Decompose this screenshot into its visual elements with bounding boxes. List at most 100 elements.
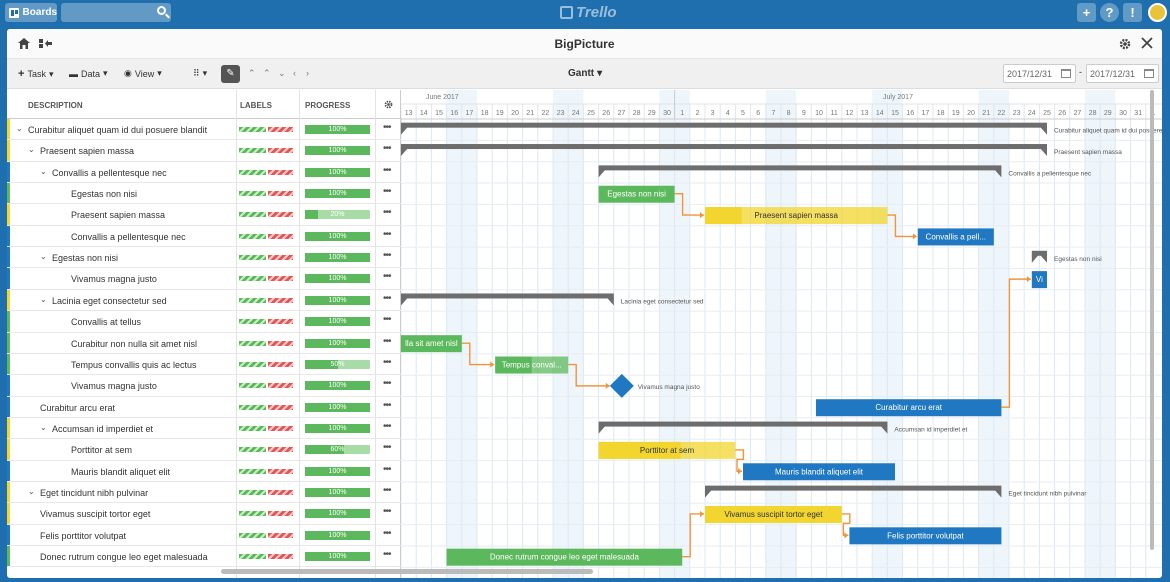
labels-cell[interactable]: [239, 554, 293, 559]
calendar-icon[interactable]: [1144, 69, 1154, 78]
summary-bar[interactable]: [598, 165, 1002, 171]
labels-cell[interactable]: [239, 447, 293, 453]
task-name[interactable]: Eget tincidunt nibh pulvinar: [40, 487, 149, 498]
home-icon[interactable]: [18, 38, 30, 49]
labels-cell[interactable]: [239, 169, 293, 175]
task-name[interactable]: Vivamus magna justo: [71, 274, 157, 285]
search-icon[interactable]: [157, 6, 166, 15]
row-menu-icon[interactable]: •••: [383, 527, 391, 539]
task-name[interactable]: Praesent sapien massa: [71, 210, 166, 221]
outdent-icon[interactable]: ‹: [293, 68, 296, 78]
task-name[interactable]: Egestas non nisi: [52, 253, 119, 264]
search-input[interactable]: [61, 3, 171, 22]
notifications-bell-icon[interactable]: !: [1123, 3, 1142, 22]
row-menu-icon[interactable]: •••: [383, 122, 391, 133]
row-menu-icon[interactable]: •••: [383, 442, 391, 454]
row-menu-icon[interactable]: •••: [383, 420, 391, 432]
labels-cell[interactable]: [239, 233, 293, 239]
labels-cell[interactable]: [239, 404, 293, 410]
task-bar[interactable]: [1031, 271, 1047, 289]
labels-cell[interactable]: [239, 127, 293, 132]
calendar-icon[interactable]: [1061, 69, 1071, 78]
row-menu-icon[interactable]: •••: [383, 463, 391, 475]
chevron-down-icon[interactable]: ⌄: [40, 422, 47, 432]
labels-cell[interactable]: [239, 276, 293, 282]
task-name[interactable]: Convallis a pellentesque nec: [71, 231, 186, 242]
row-menu-icon[interactable]: •••: [383, 207, 391, 219]
row-menu-icon[interactable]: •••: [383, 164, 391, 176]
task-name[interactable]: Curabitur arcu erat: [40, 402, 116, 413]
labels-cell[interactable]: [239, 511, 293, 517]
row-menu-icon[interactable]: •••: [383, 506, 391, 518]
labels-cell[interactable]: [239, 468, 293, 474]
switch-view-icon[interactable]: [39, 38, 52, 49]
task-name[interactable]: Vivamus suscipit tortor eget: [40, 509, 151, 520]
boards-button[interactable]: Boards: [5, 3, 57, 22]
task-name[interactable]: Mauris blandit aliquet elit: [71, 466, 171, 477]
move-down-icon[interactable]: ⌄: [278, 68, 286, 78]
chevron-down-icon[interactable]: ⌄: [16, 124, 23, 133]
summary-bar[interactable]: [705, 485, 1002, 491]
task-bar[interactable]: [598, 185, 675, 203]
task-name[interactable]: Accumsan id imperdiet et: [52, 423, 154, 434]
row-menu-icon[interactable]: •••: [383, 356, 391, 368]
labels-cell[interactable]: [239, 340, 293, 346]
summary-bar[interactable]: [401, 293, 614, 299]
task-name[interactable]: Tempus convallis quis ac lectus: [71, 359, 197, 370]
view-menu-button[interactable]: ◉View▾: [124, 68, 162, 79]
labels-cell[interactable]: [239, 532, 293, 538]
labels-cell[interactable]: [239, 319, 293, 325]
chevron-down-icon[interactable]: ⌄: [28, 145, 35, 155]
milestone-diamond[interactable]: [609, 373, 634, 398]
labels-cell[interactable]: [239, 361, 293, 367]
chevron-down-icon[interactable]: ⌄: [40, 294, 47, 304]
date-from-input[interactable]: 2017/12/31: [1003, 64, 1076, 83]
task-name[interactable]: Convallis a pellentesque nec: [52, 167, 167, 178]
info-icon[interactable]: ?: [1100, 3, 1119, 22]
summary-bar[interactable]: [401, 144, 1047, 150]
data-menu-button[interactable]: ▬Data▾: [69, 68, 108, 79]
task-bar[interactable]: [815, 399, 1002, 417]
task-name[interactable]: Vivamus magna justo: [71, 381, 157, 392]
row-menu-icon[interactable]: •••: [383, 271, 391, 283]
task-bar[interactable]: [401, 335, 462, 353]
labels-cell[interactable]: [239, 489, 293, 495]
table-row[interactable]: ⌄Curabitur aliquet quam id dui posuere b…: [7, 119, 401, 141]
labels-column-header[interactable]: LABELS: [240, 101, 272, 110]
chevron-down-icon[interactable]: ⌄: [40, 252, 47, 262]
task-bar[interactable]: [705, 207, 888, 225]
task-name[interactable]: Porttitor at sem: [71, 445, 133, 456]
progress-column-header[interactable]: PROGRESS: [305, 101, 351, 110]
view-mode-dropdown[interactable]: Gantt▾: [568, 68, 602, 79]
edit-pencil-icon[interactable]: ✎: [221, 65, 240, 83]
task-bar[interactable]: [743, 463, 895, 481]
labels-cell[interactable]: [239, 383, 293, 389]
task-name[interactable]: Praesent sapien massa: [40, 146, 135, 157]
column-settings-gear-icon[interactable]: [384, 100, 393, 109]
task-name[interactable]: Egestas non nisi: [71, 189, 138, 200]
task-bar[interactable]: [849, 527, 1002, 545]
row-menu-icon[interactable]: •••: [383, 314, 391, 326]
labels-cell[interactable]: [239, 191, 293, 197]
date-to-input[interactable]: 2017/12/31: [1086, 64, 1159, 83]
settings-gear-icon[interactable]: [1119, 38, 1131, 50]
task-name[interactable]: Lacinia eget consectetur sed: [52, 295, 167, 306]
structure-menu-button[interactable]: ⠿▾: [193, 68, 207, 79]
summary-bar[interactable]: [401, 122, 1047, 128]
summary-bar[interactable]: [1031, 250, 1047, 256]
